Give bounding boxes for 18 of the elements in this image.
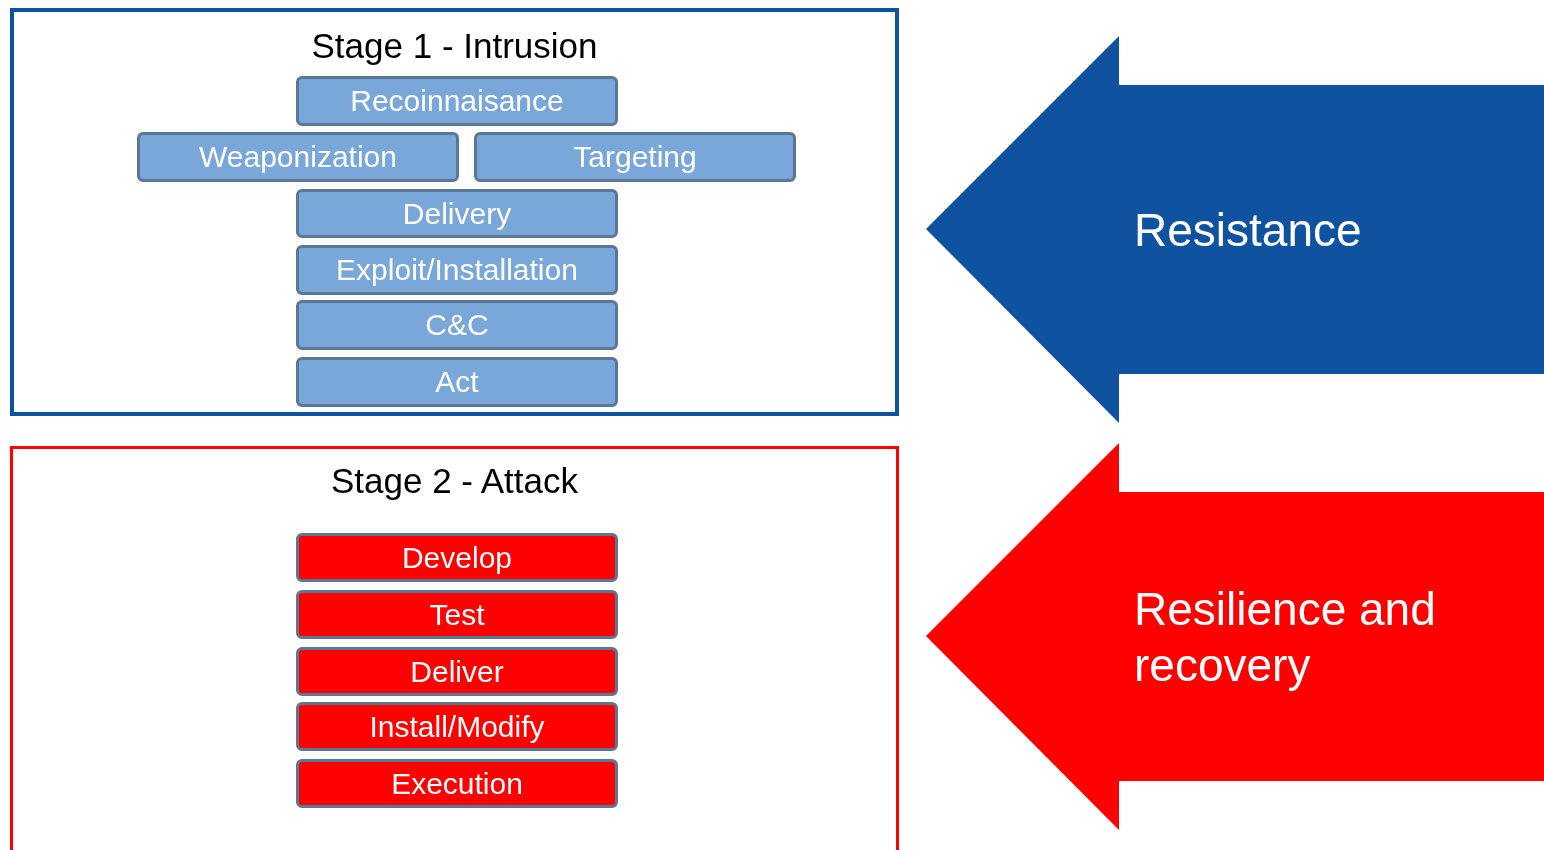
stage-panel xyxy=(10,8,899,416)
step-box: Install/Modify xyxy=(296,702,618,751)
step-box: Delivery xyxy=(296,189,618,238)
step-box: Deliver xyxy=(296,647,618,696)
step-box: Develop xyxy=(296,533,618,582)
step-box: C&C xyxy=(296,300,618,350)
step-box: Test xyxy=(296,590,618,639)
step-box: Act xyxy=(296,357,618,407)
step-box: Targeting xyxy=(474,132,796,182)
step-box: Weaponization xyxy=(137,132,459,182)
step-box: Recoinnaisance xyxy=(296,76,618,126)
arrow-label: Resistance xyxy=(1134,203,1363,258)
stage-panel xyxy=(10,446,899,850)
arrow-label: Resilience and recovery xyxy=(1134,582,1437,693)
step-box: Exploit/Installation xyxy=(296,245,618,295)
stage-title: Stage 2 - Attack xyxy=(329,461,580,501)
step-box: Execution xyxy=(296,759,618,808)
stage-title: Stage 1 - Intrusion xyxy=(310,26,599,66)
